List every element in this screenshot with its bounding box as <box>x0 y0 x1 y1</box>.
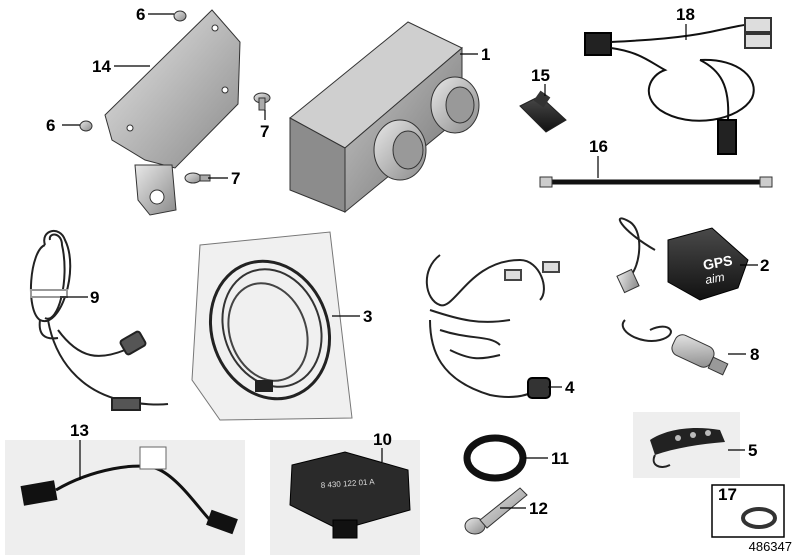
part-seal-ring <box>463 434 527 482</box>
part-gps-module: GPS aim <box>616 217 749 301</box>
callout-15: 15 <box>531 66 550 85</box>
callout-5: 5 <box>748 441 757 460</box>
callout-7b: 7 <box>231 169 240 188</box>
callout-3: 3 <box>363 307 372 326</box>
callout-6a: 6 <box>136 5 145 24</box>
aim-logo: aim <box>704 270 725 287</box>
callout-8: 8 <box>750 345 759 364</box>
gps-logo: GPS <box>702 252 734 273</box>
part-fitting <box>519 90 567 133</box>
part-sensor-harness <box>425 254 560 399</box>
callout-16: 16 <box>589 137 608 156</box>
part-bracket <box>104 9 241 216</box>
callout-7a: 7 <box>260 122 269 141</box>
callout-1: 1 <box>481 45 490 64</box>
part-control-module: 8 430 122 01 A <box>270 440 420 555</box>
callout-11: 11 <box>551 449 569 468</box>
callout-4: 4 <box>565 378 575 397</box>
callout-2: 2 <box>760 256 769 275</box>
callout-9: 9 <box>90 288 99 307</box>
part-bolt-7 <box>184 92 271 184</box>
callout-6b: 6 <box>46 116 55 135</box>
part-17-box <box>711 484 785 538</box>
callout-17: 17 <box>718 485 737 504</box>
part-screw-6 <box>79 10 187 132</box>
part-pressure-sensor <box>621 319 729 376</box>
callout-14: 14 <box>92 57 111 76</box>
callout-10: 10 <box>373 430 392 449</box>
part-coiled-cable <box>29 230 169 411</box>
part-adapter-cable <box>5 440 245 555</box>
leader-lines <box>60 13 758 509</box>
callout-13: 13 <box>70 421 89 440</box>
callout-labels: 1 2 3 4 5 6 6 7 7 8 9 10 11 12 13 14 15 … <box>46 5 769 518</box>
callout-12: 12 <box>529 499 548 518</box>
part-connector-block <box>633 412 740 478</box>
part-screw <box>464 487 528 535</box>
callout-18: 18 <box>676 5 695 24</box>
module-code: 8 430 122 01 A <box>321 477 376 490</box>
part-logger-box <box>289 21 480 214</box>
part-cable <box>539 176 773 188</box>
part-bagged-cable <box>191 231 353 421</box>
part-wiring-harness <box>584 17 772 155</box>
diagram-id: 486347 <box>748 539 792 554</box>
